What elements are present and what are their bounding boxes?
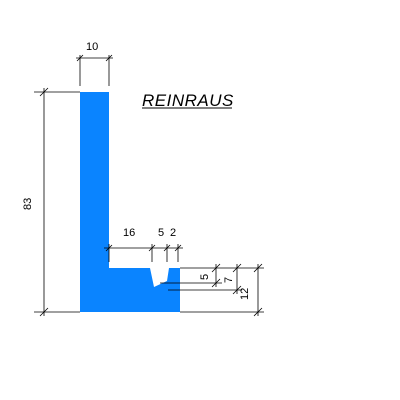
dim-groove-depth (160, 263, 222, 288)
label-lip-width: 2 (170, 227, 176, 239)
dim-top-width (76, 54, 113, 86)
dim-height (34, 87, 80, 317)
dim-step-height (168, 263, 242, 295)
brand-logo-text: REINRAUS (142, 91, 234, 110)
label-step-height: 7 (223, 277, 235, 283)
label-groove-width: 5 (158, 227, 164, 239)
dim-foot-widths (104, 244, 183, 262)
label-height: 83 (22, 198, 34, 210)
label-top-width: 10 (86, 41, 98, 53)
label-groove-depth: 5 (199, 274, 211, 280)
dim-foot-height (180, 263, 264, 317)
l-profile-shape (80, 92, 180, 312)
label-foot-length: 16 (123, 227, 135, 239)
label-foot-height: 12 (239, 288, 251, 300)
